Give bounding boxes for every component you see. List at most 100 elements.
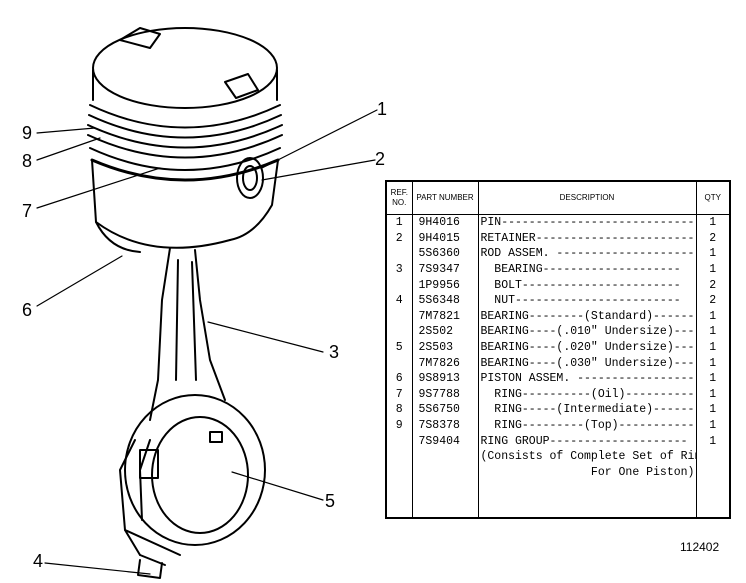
qty-cell: 1 [695, 386, 731, 403]
ref-cell [385, 246, 413, 262]
description-cell: ROD ASSEM. --------------------- [477, 246, 697, 262]
ref-cell: 4 [385, 292, 413, 309]
table-row: (Consists of Complete Set of Rings [385, 448, 731, 465]
callout-5: 5 [325, 491, 336, 511]
ref-cell [385, 448, 413, 465]
qty-cell: 1 [695, 370, 731, 387]
description-cell: BOLT----------------------- [477, 277, 697, 293]
callout-4: 4 [33, 551, 44, 571]
qty-cell [695, 464, 731, 481]
description-cell: (Consists of Complete Set of Rings [477, 448, 697, 465]
ref-cell [385, 433, 413, 449]
crown-notch-2 [224, 73, 259, 99]
part-number-cell [411, 448, 479, 465]
part-number-cell: 7M7821 [411, 308, 479, 325]
callout-3: 3 [329, 342, 340, 362]
description-cell: NUT------------------------ [477, 292, 697, 309]
table-row: 1P9956 BOLT-----------------------2 [385, 277, 731, 293]
header-part: PART NUMBER [411, 180, 479, 215]
ref-cell: 3 [385, 261, 413, 278]
description-cell: BEARING----(.020" Undersize)---- [477, 339, 697, 356]
ref-cell [385, 355, 413, 371]
part-number-cell: 5S6750 [411, 402, 479, 418]
figure-number: 112402 [680, 540, 720, 554]
ref-cell: 8 [385, 402, 413, 418]
part-number-cell: 7S9404 [411, 433, 479, 449]
description-cell: RING GROUP-------------------- [477, 433, 697, 449]
description-cell: RING---------(Top)----------- [477, 417, 697, 434]
qty-cell: 1 [695, 308, 731, 325]
part-number-cell: 2S502 [411, 324, 479, 340]
callout-8: 8 [22, 151, 33, 171]
description-cell: RING-----(Intermediate)------ [477, 402, 697, 418]
leader-lines [36, 109, 378, 575]
qty-cell: 1 [695, 214, 731, 231]
ref-cell: 9 [385, 417, 413, 434]
callout-6: 6 [22, 300, 33, 320]
callout-9: 9 [22, 123, 33, 143]
table-row: For One Piston) [385, 464, 731, 481]
piston-rod-illustration [36, 27, 378, 579]
ref-cell [385, 277, 413, 293]
ring-oil [89, 147, 281, 171]
callout-7: 7 [22, 201, 33, 221]
ref-cell [385, 308, 413, 325]
part-number-cell: 5S6348 [411, 292, 479, 309]
table-header: REF. NO. PART NUMBER DESCRIPTION QTY [385, 180, 731, 215]
description-cell: PIN----------------------------- [477, 214, 697, 231]
piston-crown [92, 27, 278, 109]
qty-cell: 2 [695, 230, 731, 247]
callout-1: 1 [377, 99, 388, 119]
part-number-cell [411, 464, 479, 481]
ref-cell [385, 324, 413, 340]
ref-cell: 5 [385, 339, 413, 356]
description-cell: RETAINER------------------------ [477, 230, 697, 247]
piston-pin [236, 157, 264, 199]
qty-cell: 2 [695, 292, 731, 309]
qty-cell: 1 [695, 246, 731, 262]
part-number-cell: 9S7788 [411, 386, 479, 403]
qty-cell: 1 [695, 417, 731, 434]
part-number-cell: 5S6360 [411, 246, 479, 262]
ref-cell: 6 [385, 370, 413, 387]
part-number-cell: 9S8913 [411, 370, 479, 387]
header-qty: QTY [695, 180, 731, 215]
part-number-cell: 7M7826 [411, 355, 479, 371]
part-number-cell: 9H4015 [411, 230, 479, 247]
rod-bearing [151, 416, 249, 534]
crown-notch [119, 27, 161, 49]
ref-cell: 1 [385, 214, 413, 231]
rod-nut [137, 559, 163, 579]
header-ref: REF. NO. [385, 180, 413, 215]
ref-cell: 7 [385, 386, 413, 403]
header-description: DESCRIPTION [477, 180, 697, 215]
qty-cell: 1 [695, 339, 731, 356]
ref-cell [385, 464, 413, 481]
callout-2: 2 [375, 149, 386, 169]
rod-big-end [124, 394, 266, 546]
description-cell: PISTON ASSEM. ------------------ [477, 370, 697, 387]
ref-cell: 2 [385, 230, 413, 247]
ring-top [89, 104, 281, 129]
qty-cell: 2 [695, 277, 731, 293]
part-number-cell: 1P9956 [411, 277, 479, 293]
connecting-rod [149, 247, 171, 421]
description-cell: For One Piston) [477, 464, 697, 481]
part-number-cell: 7S9347 [411, 261, 479, 278]
description-cell: BEARING-------------------- [477, 261, 697, 278]
description-cell: BEARING----(.030" Undersize)---- [477, 355, 697, 371]
part-number-cell: 2S503 [411, 339, 479, 356]
qty-cell [695, 448, 731, 465]
ring-intermediate [87, 124, 283, 149]
